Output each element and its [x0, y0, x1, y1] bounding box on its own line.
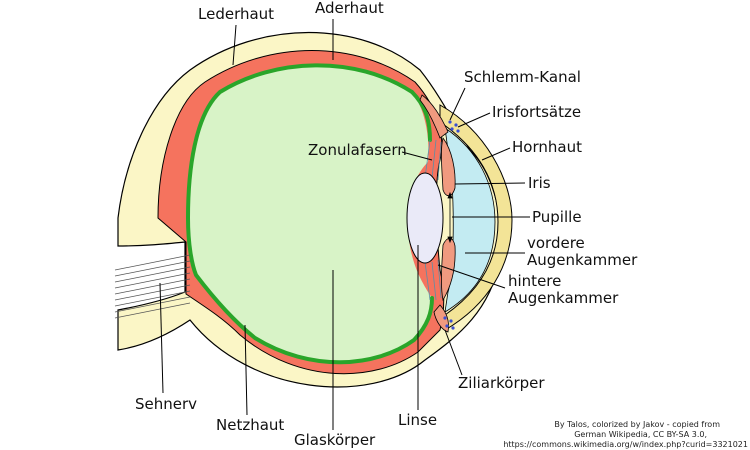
credit-line-3: https://commons.wikimedia.org/w/index.ph… [503, 440, 748, 449]
label-glaskoerper: Glaskörper [294, 431, 376, 449]
label-iris: Iris [528, 174, 551, 192]
pupil-arrow [447, 191, 453, 244]
credit-line-1: By Talos, colorized by Jakov - copied fr… [554, 420, 720, 429]
label-linse: Linse [398, 411, 437, 429]
zonular-fibers [424, 139, 442, 301]
schlemm-canal-dots [443, 120, 460, 330]
label-zonulafasern: Zonulafasern [308, 141, 407, 159]
label-pupille: Pupille [532, 208, 582, 226]
retina-upper-end [410, 90, 432, 142]
label-hornhaut: Hornhaut [512, 138, 582, 156]
ciliary-body-upper [419, 94, 449, 139]
label-irisfortsaetze: Irisfortsätze [492, 103, 581, 121]
leader-lines [159, 19, 530, 430]
retina [185, 63, 434, 365]
label-aderhaut: Aderhaut [315, 0, 384, 17]
label-hintere-augenkammer-2: Augenkammer [508, 289, 619, 307]
label-sehnerv: Sehnerv [135, 395, 197, 413]
label-netzhaut: Netzhaut [216, 416, 284, 434]
vitreous-body [188, 65, 432, 363]
label-hintere-augenkammer-1: hintere [508, 272, 561, 290]
label-vordere-augenkammer-1: vordere [527, 234, 585, 252]
label-vordere-augenkammer-2: Augenkammer [527, 251, 638, 269]
ciliary-body-lower [433, 304, 449, 333]
label-ziliarkoerper: Ziliarkörper [458, 374, 545, 392]
optic-nerve-fibers [114, 254, 191, 319]
credit-line-2: German Wikipedia, CC BY-SA 3.0, [574, 430, 707, 439]
label-lederhaut: Lederhaut [198, 5, 274, 23]
lens [406, 172, 444, 264]
label-schlemm-kanal: Schlemm-Kanal [464, 68, 581, 86]
anterior-chamber [444, 127, 496, 313]
